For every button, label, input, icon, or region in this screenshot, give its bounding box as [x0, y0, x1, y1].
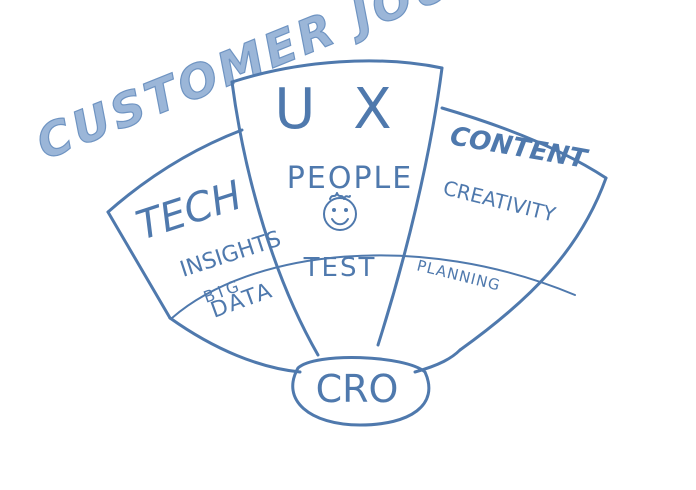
content-heading: CONTENT — [448, 121, 591, 175]
tech-heading: TECH — [131, 172, 248, 249]
insights-label: INSIGHTS — [177, 227, 284, 283]
smiley-face-icon — [323, 192, 357, 231]
people-label: PEOPLE — [287, 161, 413, 196]
creativity-label: CREATIVITY — [441, 176, 559, 227]
inner-arc — [171, 254, 576, 319]
ux-panel — [230, 59, 444, 357]
cro-bubble: CRO — [291, 356, 431, 427]
ux-heading: U X — [274, 77, 401, 142]
test-label: TEST — [303, 253, 377, 283]
content-panel — [440, 106, 608, 352]
tech-panel — [106, 128, 244, 320]
base-arc — [168, 316, 462, 374]
cro-label: CRO — [316, 367, 399, 411]
